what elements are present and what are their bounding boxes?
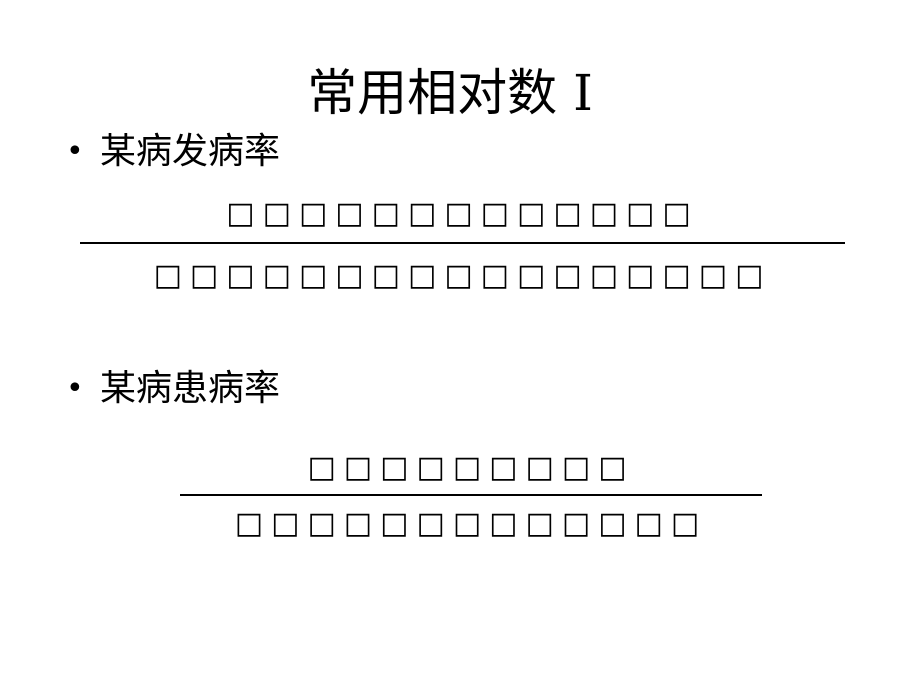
formula-numerator: □□□□□□□□□□□□□ — [226, 196, 699, 231]
prevalence-rate-formula: □□□□□□□□□ □□□□□□□□□□□□□ — [180, 448, 762, 548]
bullet-dot-icon: • — [66, 371, 84, 406]
bullet-prevalence-rate: • 某病患病率 — [66, 365, 280, 413]
formula-numerator: □□□□□□□□□ — [307, 450, 635, 485]
fraction-bar — [180, 494, 762, 496]
bullet-label: 某病患病率 — [100, 368, 281, 409]
formula-denominator: □□□□□□□□□□□□□□□□□ — [153, 258, 772, 293]
formula-denominator: □□□□□□□□□□□□□ — [234, 506, 708, 541]
bullet-incidence-rate: • 某病发病率 — [66, 128, 280, 176]
fraction-bar — [80, 242, 845, 244]
incidence-rate-formula: □□□□□□□□□□□□□ □□□□□□□□□□□□□□□□□ — [80, 192, 845, 296]
slide-title: 常用相对数 I — [307, 64, 593, 122]
bullet-dot-icon: • — [66, 134, 84, 169]
bullet-label: 某病发病率 — [100, 131, 281, 172]
